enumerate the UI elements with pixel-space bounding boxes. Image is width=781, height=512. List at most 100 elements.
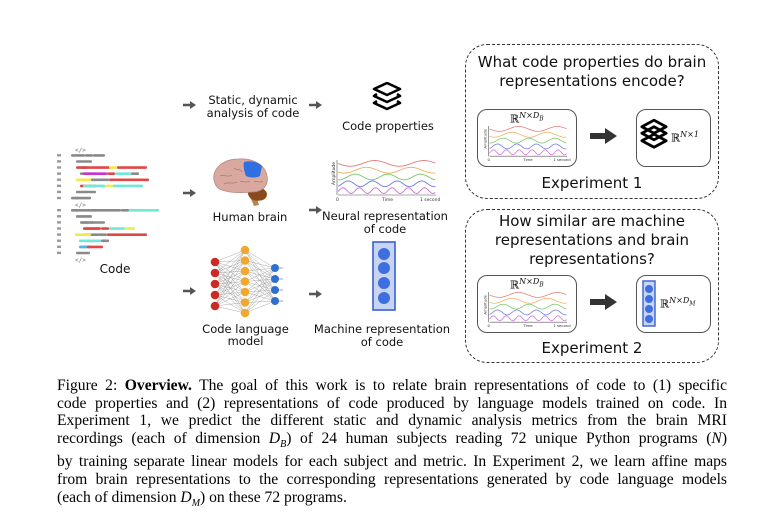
code-token-bar [107,233,147,236]
code-token-bar [107,172,115,175]
x-tick-label: 1 second [553,323,571,328]
nn-output-node [271,286,279,294]
waveform-series [337,160,436,167]
code-token-bar [109,227,125,230]
analysis-label: Static, dynamic analysis of code [198,94,308,120]
nn-edge [214,270,246,274]
nn-edge [214,283,246,303]
nn-edge [244,300,276,303]
machine-vector-icon [372,241,396,311]
code-lines-graphic: </> </> </> [57,147,159,264]
waveform-series [489,315,567,322]
nn-hidden-node [240,277,250,286]
math-sub: B [539,281,544,289]
math-R: ℝ [660,297,670,311]
question-line: How similar are machine [498,212,686,230]
nn-edge [244,281,276,302]
nn-input-node [210,301,220,311]
nn-edge [214,283,246,293]
nn-edge [244,289,276,314]
math-sub: M [689,300,696,308]
nn-edge [244,270,276,302]
waveform-series [489,131,567,138]
code-tag-icon: </> [75,257,86,264]
exp2-machine-vector-icon [642,280,656,327]
arrow-icon [183,101,196,109]
waveform-series [337,187,436,194]
x-axis-label: Time [381,197,393,202]
neural-network-icon [210,245,283,318]
code-token-bar [129,209,159,212]
nn-hidden-node [240,245,250,255]
x-axis-label: Time [522,157,533,162]
code-language-model-label: Code language model [198,323,293,348]
line-number-marker [57,184,61,187]
waveform-series [489,297,567,304]
code-token-bar [113,184,143,188]
code-token-bar [89,221,105,224]
nn-edge [214,294,246,303]
y-axis-label: Amplitude [331,162,337,185]
line-number-marker [57,221,61,224]
machine-rep-line: of code [360,335,404,349]
math-sup: N×D [519,111,540,120]
analysis-label-line: Static, dynamic [208,93,298,107]
nn-edge [214,294,246,314]
code-token-bar [83,184,105,188]
human-brain-label: Human brain [212,210,288,224]
nn-edge [244,267,276,282]
x-tick-label: 0 [488,323,491,328]
code-token-bar [75,233,91,236]
caption-prefix: Figure 2: [57,377,118,394]
nn-hidden-node [240,256,250,265]
nn-connections [214,249,283,314]
code-token-bar [91,178,109,182]
code-token-bar [105,184,113,188]
waveform-series [489,126,567,132]
code-tag-icon: </> [75,147,86,154]
code-token-bar [93,154,105,157]
code-properties-label: Code properties [342,119,434,133]
code-token-bar [76,251,90,255]
arrow-icon [309,101,322,109]
math-DB-sub: B [280,438,287,450]
math-DM: D [180,488,192,506]
caption-line: by training separate linear models for e… [57,453,727,471]
nn-edge [214,281,246,285]
waveform-series [489,292,567,298]
code-token-bar [109,166,117,169]
code-token-bar [109,178,149,182]
nn-edge [214,249,246,296]
nn-edge [244,289,276,293]
line-number-marker [57,251,61,255]
nn-output-node [271,264,279,272]
line-number-marker [57,172,61,175]
waveform-series [489,143,567,150]
nn-edge [244,249,276,291]
experiment-1-label: Experiment 1 [541,174,643,192]
math-N: N [711,429,722,447]
nn-edge [214,261,246,303]
code-token-bar [87,245,103,249]
machine-rep-line: Machine representation [313,322,451,336]
exp2-brain-rep-math: ℝN×DB [510,277,544,292]
nn-edge [244,260,276,269]
code-token-bar [83,227,101,230]
caption-text: The goal of this work is to relate brain… [199,377,728,394]
code-token-bar [121,209,129,212]
nn-output-node [271,297,279,305]
nn-edge [214,305,246,314]
nn-edge [214,249,246,285]
arrow-icon [183,189,196,197]
nn-edge [244,281,276,291]
line-number-marker [57,227,61,230]
nn-edge [214,291,246,296]
code-tag-icon: </> [75,202,86,209]
code-token-bar [71,154,85,157]
nn-edge [244,278,276,314]
exp1-layers-icon [640,118,668,149]
question-line: What code properties do brain [477,53,707,71]
exp1-arrow-icon [590,128,617,144]
